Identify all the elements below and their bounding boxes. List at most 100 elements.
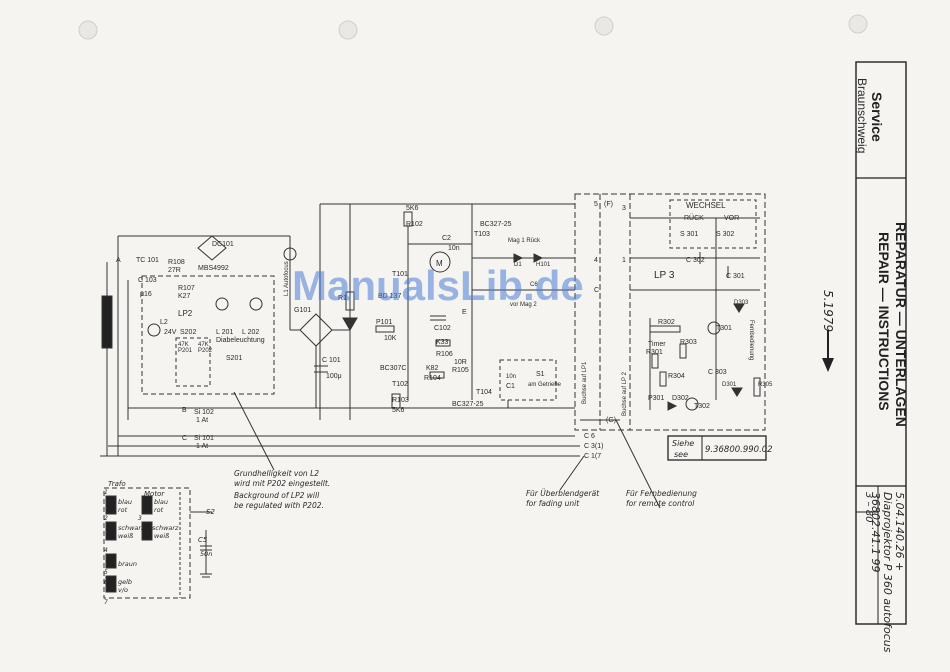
c301-label: C 301 [726, 273, 745, 280]
trafo-n7: 7 [104, 599, 108, 606]
motor-coil-2 [141, 521, 153, 541]
c102-label: C102 [434, 325, 451, 332]
fade-en: for fading unit [526, 499, 580, 508]
trafo-w4a: gelb [118, 578, 132, 586]
s2-label: S2 [206, 508, 215, 516]
t301-transistor [707, 321, 721, 335]
trafo-w2b: weiß [118, 532, 133, 540]
trafo-coil-2 [105, 521, 117, 541]
remote-de: Für Fernbedienung [626, 489, 697, 498]
trafo-n1: 1 [104, 489, 108, 496]
l2-lamp-icon [147, 323, 161, 337]
r1-diode [342, 317, 358, 331]
note-de-1: Grundhelligkeit von L2 [234, 469, 319, 478]
note-en-2: be regulated with P202. [234, 501, 324, 510]
see-en: see [674, 450, 688, 459]
k33-label: K33 [436, 339, 449, 346]
bd-label: BD 137 [378, 293, 401, 300]
pin-3: 3 [622, 205, 626, 212]
p201-label: P201 [178, 348, 193, 354]
r106-resistor [435, 339, 451, 347]
title-block-frame [855, 61, 907, 625]
r304-label: R304 [668, 373, 685, 380]
r102-label: R102 [406, 221, 423, 228]
c103-label: C 103 [138, 277, 157, 284]
r304-resistor [659, 371, 667, 387]
r305-label: R305 [758, 382, 773, 388]
d302-label: D302 [672, 395, 689, 402]
c2-val: 10n [448, 245, 460, 252]
r104-resistor [429, 371, 445, 379]
c303-label: C 303 [708, 369, 727, 376]
dc101-bridge [197, 235, 227, 261]
motor-m2b: weiß [154, 532, 169, 540]
motor-label: M [436, 259, 443, 268]
buchse-lp2-label: Buchse auf LP 2 [622, 371, 628, 416]
c101-val: 100μ [326, 373, 342, 380]
pin-4: 4 [594, 257, 598, 264]
motor-m1b: rot [154, 506, 164, 514]
transformer-core [101, 295, 113, 349]
trafo-w2a: schwarz [118, 524, 145, 532]
si101-val: 1 At [196, 443, 208, 450]
trafo-n2: 2 [104, 515, 108, 522]
motor-symbol [429, 251, 451, 273]
trafo-coil-4 [105, 575, 117, 593]
lp1-connector-outline [574, 193, 766, 431]
t302-transistor [685, 397, 699, 411]
t104-label: T104 [476, 389, 492, 396]
trafo-coil-3 [105, 553, 117, 569]
component-labels: TC 101 R108 27R DC101 MBS4992 C 103 μ16 … [136, 201, 773, 450]
diabel-label: Diabeleuchtung [216, 337, 265, 344]
pin-c: C [594, 287, 599, 294]
remote-en: for remote control [626, 499, 695, 508]
motor-coil-1 [141, 495, 153, 515]
trafo-inset [103, 487, 212, 599]
h101-diode [533, 253, 544, 263]
see-ref-box [667, 435, 767, 461]
r102-val: 5K6 [406, 205, 419, 212]
r303-resistor [679, 343, 687, 359]
watermark: ManualsLib.de [292, 262, 584, 309]
d301-diode [731, 387, 743, 397]
note-en-1: Background of LP2 will [234, 491, 320, 500]
pin-a: A [116, 257, 121, 264]
timer-label: Timer [648, 341, 666, 348]
l2-val: 24V [164, 329, 177, 336]
p202-val: 47K [198, 342, 209, 348]
trafo-n4: 4 [104, 547, 108, 554]
pin-5: 5 [594, 201, 598, 208]
d1-diode [513, 253, 524, 263]
fade-de: Für Überblendgerät [526, 489, 600, 498]
repair-title-en: REPAIR — INSTRUCTIONS [876, 232, 892, 411]
trafo-n3: 3 [138, 515, 142, 522]
r302-label: R302 [658, 319, 675, 326]
pin-g: (G) [606, 417, 616, 424]
dc101-label: DC101 [212, 241, 234, 248]
c103-val: μ16 [140, 291, 152, 298]
p101-label: P101 [376, 319, 392, 326]
arrow-head [822, 358, 834, 372]
see-ref: 9.36800.990.02 [705, 445, 773, 455]
l202-label: L 202 [242, 329, 259, 336]
service-label: Service [869, 92, 885, 142]
r1-resistor [345, 291, 355, 311]
trafo-w1a: blau [118, 498, 132, 506]
rueck-label: RÜCK [684, 214, 704, 222]
tc101-label: TC 101 [136, 257, 159, 264]
buchse-lp1-label: Buchse auf LP1 [582, 361, 588, 404]
trafo-w3: braun [118, 560, 137, 568]
r104-label: R104 [424, 375, 441, 382]
vor-label: VOR [724, 215, 739, 222]
issue-label: 3 – 80 [863, 492, 874, 522]
motor-m2a: schwarz [152, 524, 179, 532]
r105-val: 10R [454, 359, 467, 366]
s1-label: S1 [536, 371, 545, 378]
d303-diode [733, 303, 745, 313]
trafo-labels: Trafo Motor blau rot schwarz weiß braun … [104, 480, 215, 606]
lp2-inner [175, 337, 211, 387]
t102-label: T102 [392, 381, 408, 388]
lp2-output-lead [615, 419, 661, 509]
trafo-n6: 6 [104, 579, 108, 586]
lp2-board-outline [141, 275, 275, 395]
